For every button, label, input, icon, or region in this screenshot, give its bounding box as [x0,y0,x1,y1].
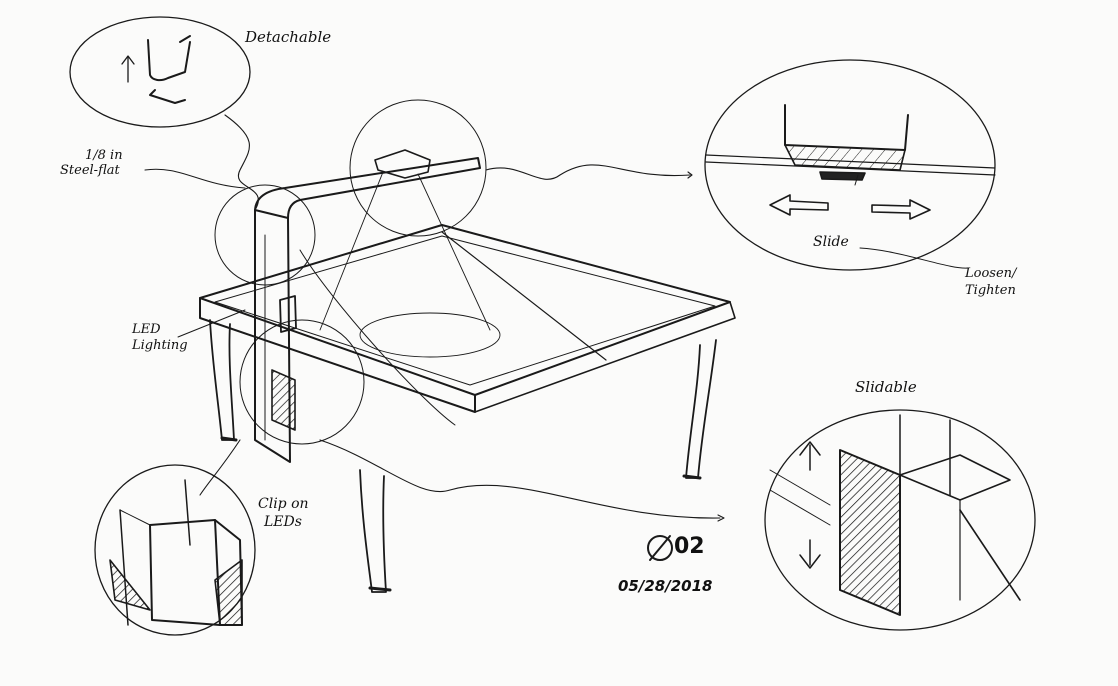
magnify-circle-clip [239,319,365,445]
magnify-circle-head [349,99,487,237]
annotation-loosen-tighten: Loosen/ Tighten [965,265,1016,299]
annotation-steel-flat-material: Steel-flat [60,163,120,178]
slide-clamp-drawing [705,104,996,220]
magnify-circle-bend [214,184,316,286]
sheet-number-circle [647,535,673,561]
annotation-loosen: Loosen/ [965,266,1017,281]
detail-clip-leds [94,464,256,636]
table-legs [209,319,717,593]
annotation-steel-flat: 1/8 in Steel-flat [60,148,123,178]
detachable-clip-drawing [121,35,191,104]
detail-slidable [764,409,1036,631]
sheet-date: 05/28/2018 [618,577,713,595]
detail-detachable [69,16,251,128]
annotation-clip-on-leds: Clip on LEDs [258,495,309,531]
annotation-slide: Slide [813,234,849,250]
table-top [199,224,736,426]
annotation-steel-flat-size: 1/8 in [85,148,123,163]
annotation-led-lighting: LED Lighting [132,322,188,354]
annotation-led: LED [132,322,161,337]
annotation-clip-on: Clip on [258,496,309,512]
annotation-lighting: Lighting [132,338,188,353]
clip-leds-drawing [109,479,243,626]
slidable-column-drawing [769,414,1021,616]
annotation-tighten: Tighten [965,283,1016,298]
annotation-detachable: Detachable [245,28,332,46]
sheet-number: 02 [674,534,705,559]
annotation-slidable: Slidable [855,378,917,396]
annotation-leds: LEDs [264,514,302,530]
lamp-column [254,149,501,463]
detail-slide [704,59,996,271]
